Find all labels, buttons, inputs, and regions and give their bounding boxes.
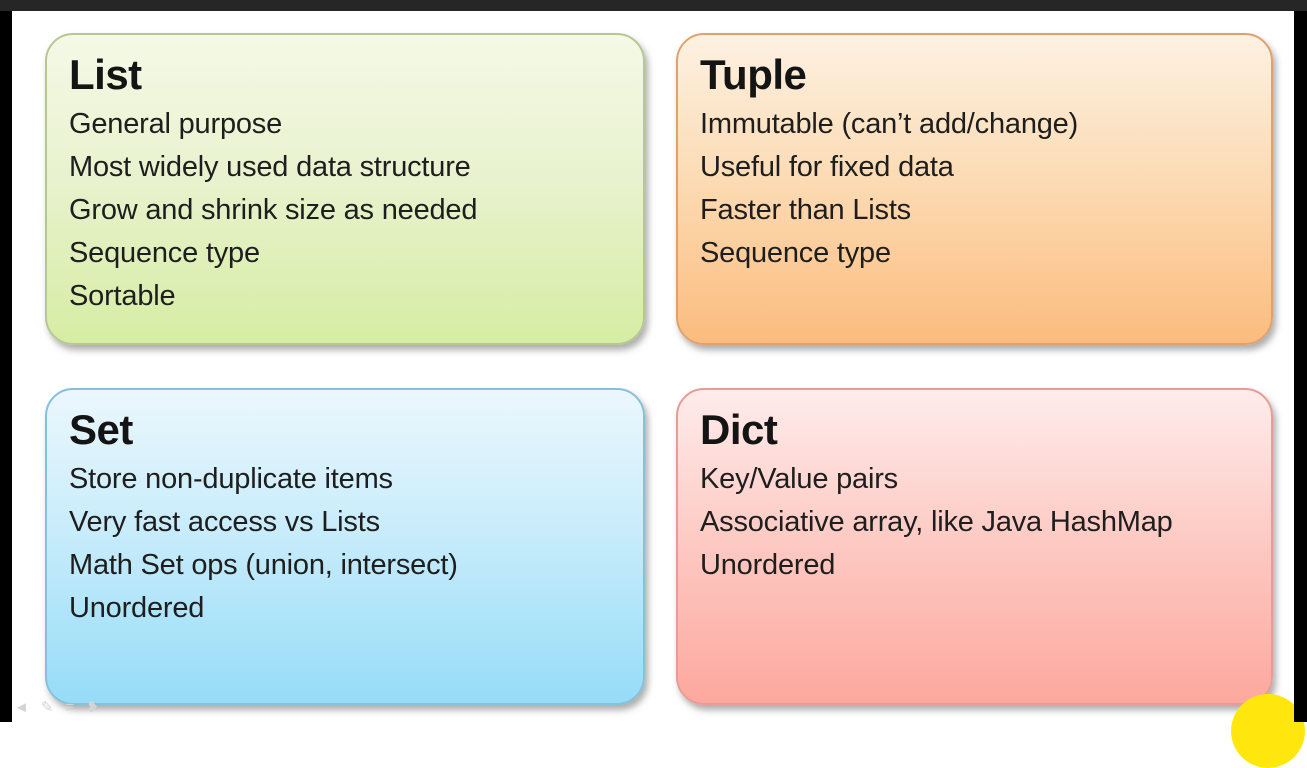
card-tuple: Tuple Immutable (can’t add/change) Usefu… bbox=[676, 33, 1273, 345]
pen-icon[interactable]: ✎ bbox=[40, 699, 54, 716]
card-line: Key/Value pairs bbox=[700, 463, 898, 495]
card-line: Grow and shrink size as needed bbox=[69, 194, 478, 226]
card-set: Set Store non-duplicate items Very fast … bbox=[45, 388, 645, 705]
card-line: Sequence type bbox=[700, 237, 891, 269]
card-line: Sortable bbox=[69, 280, 176, 312]
forward-arrow-icon[interactable]: ❥ bbox=[86, 699, 99, 716]
card-line: Immutable (can’t add/change) bbox=[700, 108, 1079, 140]
back-arrow-icon[interactable]: ◄ bbox=[14, 699, 29, 716]
top-black-bar bbox=[0, 0, 1307, 11]
card-line: Unordered bbox=[700, 549, 836, 581]
card-line: Very fast access vs Lists bbox=[69, 506, 380, 538]
card-line: General purpose bbox=[69, 108, 283, 140]
menu-lines-icon[interactable]: ≡ bbox=[65, 699, 75, 716]
card-list: List General purpose Most widely used da… bbox=[45, 33, 645, 345]
card-line: Store non-duplicate items bbox=[69, 463, 393, 495]
right-black-bar bbox=[1294, 11, 1307, 722]
ghost-annotation-toolbar: ◄ ✎ ≡ ❥ bbox=[14, 699, 99, 717]
card-line: Most widely used data structure bbox=[69, 151, 471, 183]
card-dict-title: Dict bbox=[700, 406, 778, 453]
card-line: Useful for fixed data bbox=[700, 151, 954, 183]
card-set-title: Set bbox=[69, 406, 133, 453]
card-dict: Dict Key/Value pairs Associative array, … bbox=[676, 388, 1273, 705]
card-list-title: List bbox=[69, 51, 142, 98]
card-line: Associative array, like Java HashMap bbox=[700, 506, 1173, 538]
card-line: Faster than Lists bbox=[700, 194, 911, 226]
card-line: Unordered bbox=[69, 592, 205, 624]
card-line: Math Set ops (union, intersect) bbox=[69, 549, 458, 581]
left-black-bar bbox=[0, 11, 12, 722]
card-line: Sequence type bbox=[69, 237, 260, 269]
card-tuple-title: Tuple bbox=[700, 51, 807, 98]
